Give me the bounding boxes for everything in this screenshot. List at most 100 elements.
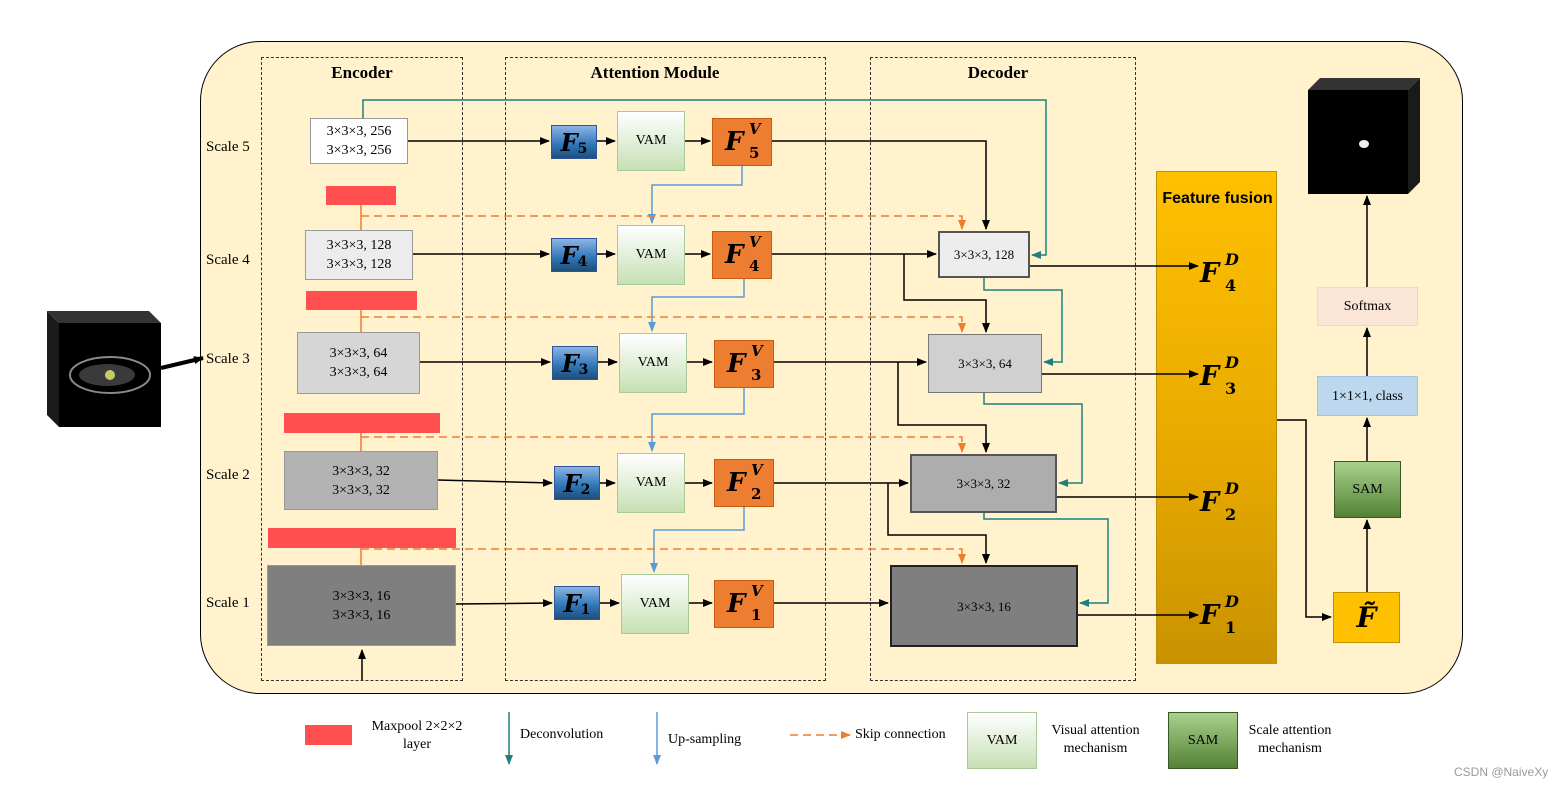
fd-superscript: D [1225, 479, 1239, 498]
f-symbol: F [560, 240, 578, 270]
watermark: CSDN @NaiveXy [1454, 765, 1549, 779]
fd-symbol: F [1200, 258, 1220, 289]
fd-symbol: F [1200, 600, 1220, 631]
vam-box-1: VAM [621, 574, 689, 634]
legend-vam-line1: Visual attention [1051, 723, 1140, 738]
vam-box-4: VAM [617, 225, 685, 285]
fv-subscript: 4 [749, 257, 760, 275]
encoder-block-4-line2: 3×3×3, 128 [326, 257, 392, 272]
f-symbol: F [563, 468, 581, 498]
decoder-block-3: 3×3×3, 64 [928, 334, 1042, 393]
decoder-block-1: 3×3×3, 16 [890, 565, 1078, 647]
scale-label-3: Scale 3 [206, 351, 250, 367]
decoder-block-1-label: 3×3×3, 16 [957, 598, 1011, 614]
vam-box-3: VAM [619, 333, 687, 393]
fv-symbol: F [725, 127, 744, 157]
attention-title: Attention Module [590, 63, 720, 82]
scale-label-2: Scale 2 [206, 467, 250, 483]
decoder-block-4-label: 3×3×3, 128 [953, 247, 1015, 262]
legend-sam-line1: Scale attention [1248, 723, 1332, 738]
fv-superscript: V [751, 461, 763, 479]
softmax-label: Softmax [1343, 299, 1392, 314]
fd-symbol: F [1200, 361, 1220, 392]
encoder-block-1-line2: 3×3×3, 16 [332, 607, 391, 623]
fv-symbol: F [727, 468, 746, 498]
fd-subscript: 4 [1225, 276, 1237, 295]
maxpool-bar-1 [268, 528, 456, 548]
fv-superscript: V [751, 582, 763, 600]
legend-vam-line2: mechanism [1063, 741, 1128, 756]
feature-fusion-title: Feature fusion [1162, 190, 1273, 207]
f-subscript: 5 [577, 141, 588, 157]
encoder-title: Encoder [331, 63, 393, 82]
legend-upsampling: Up-sampling [668, 732, 742, 747]
legend-deconvolution: Deconvolution [520, 727, 604, 742]
encoder-block-2: 3×3×3, 32 3×3×3, 32 [284, 451, 438, 510]
decoder-block-4: 3×3×3, 128 [938, 231, 1030, 278]
f-symbol: F [561, 348, 579, 378]
softmax-box: Softmax [1317, 287, 1418, 326]
fd-subscript: 3 [1225, 379, 1237, 398]
maxpool-bar-2 [284, 413, 440, 433]
fd-symbol: F [1200, 487, 1220, 518]
decoder-block-3-label: 3×3×3, 64 [958, 356, 1012, 371]
f-subscript: 1 [580, 602, 591, 618]
f-tilde-symbol: F̃ [1356, 601, 1377, 634]
legend-skip-connection: Skip connection [855, 727, 946, 742]
f-subscript: 3 [578, 362, 589, 378]
vam-box-5: VAM [617, 111, 685, 171]
f-subscript: 2 [580, 482, 591, 498]
fv-symbol: F [727, 349, 746, 379]
encoder-block-5-line1: 3×3×3, 256 [326, 124, 392, 139]
legend-vam-swatch: VAM [967, 712, 1037, 769]
input-cube [47, 311, 161, 427]
encoder-block-1: 3×3×3, 16 3×3×3, 16 [267, 565, 456, 646]
fd-superscript: D [1225, 353, 1239, 372]
encoder-block-5-line2: 3×3×3, 256 [326, 143, 392, 158]
fv-symbol: F [727, 589, 746, 619]
encoder-block-3-line1: 3×3×3, 64 [329, 346, 388, 361]
maxpool-bar-3 [306, 291, 417, 310]
decoder-block-2-label: 3×3×3, 32 [956, 476, 1011, 491]
output-cube-shape [1308, 78, 1420, 194]
f-subscript: 4 [577, 254, 588, 270]
legend-vam-text: Visual attention mechanism [1043, 722, 1148, 758]
encoder-block-4: 3×3×3, 128 3×3×3, 128 [305, 230, 413, 280]
conv-1x1-label: 1×1×1, class [1331, 388, 1403, 404]
legend-sam-label: SAM [1187, 733, 1219, 748]
encoder-block-5: 3×3×3, 256 3×3×3, 256 [310, 118, 408, 164]
output-cube [1308, 78, 1420, 194]
maxpool-bar-4 [326, 186, 396, 205]
encoder-block-2-line2: 3×3×3, 32 [332, 482, 390, 498]
fv-superscript: V [749, 120, 761, 138]
scale-label-4: Scale 4 [206, 252, 250, 268]
legend-maxpool-swatch [305, 725, 352, 745]
vam-box-2: VAM [617, 453, 685, 513]
fv-symbol: F [725, 240, 744, 270]
fv-subscript: 3 [751, 366, 762, 384]
legend-maxpool-line1: Maxpool 2×2×2 [371, 719, 463, 734]
scale-label-5: Scale 5 [206, 139, 250, 155]
legend-maxpool-line2: layer [403, 737, 431, 752]
conv-1x1-box: 1×1×1, class [1317, 376, 1418, 416]
encoder-block-1-line1: 3×3×3, 16 [332, 588, 391, 604]
sam-box: SAM [1334, 461, 1401, 518]
legend-sam-text: Scale attention mechanism [1240, 722, 1340, 758]
decoder-title: Decoder [967, 63, 1029, 82]
fv-superscript: V [751, 342, 763, 360]
fd-superscript: D [1225, 250, 1239, 269]
